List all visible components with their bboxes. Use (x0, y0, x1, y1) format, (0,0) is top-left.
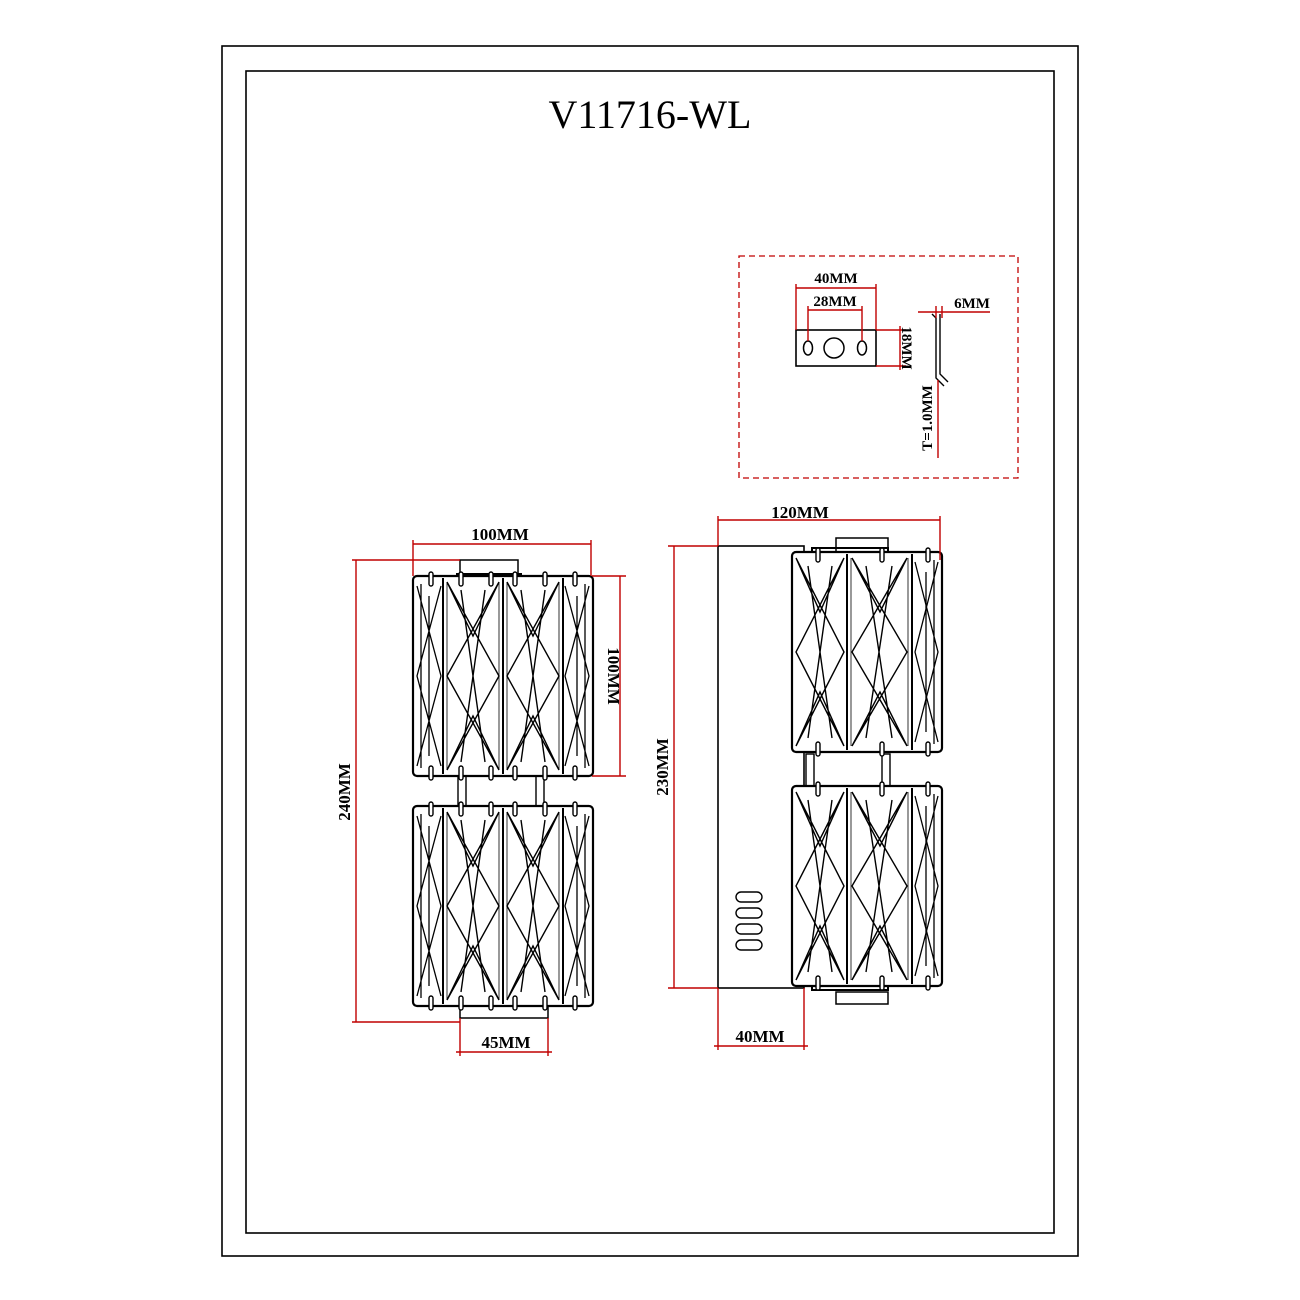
side-height-label: 230MM (653, 738, 672, 796)
front-view: 100MM 100MM 240MM 45MM (335, 525, 626, 1056)
side-view: 120MM 230MM 40MM (653, 503, 944, 1050)
front-bottom-cap (459, 1005, 549, 1019)
bracket-thickness-label: T=1.0MM (920, 385, 936, 451)
front-width-label: 100MM (471, 525, 529, 544)
side-depth-label: 120MM (771, 503, 829, 522)
side-bottom-cap (835, 991, 889, 1005)
bracket-detail: 40MM 28MM 18MM 6MM T=1.0MM (738, 255, 1019, 479)
mounting-plate (795, 329, 877, 367)
side-backplate-depth-label: 40MM (735, 1027, 784, 1046)
front-upper-shade (411, 570, 595, 782)
bracket-height-label: 18MM (898, 326, 914, 369)
bracket-offset-label: 6MM (954, 296, 990, 312)
center-hole (823, 337, 845, 359)
front-base-width-label: 45MM (481, 1033, 530, 1052)
front-total-height-label: 240MM (335, 763, 354, 821)
bracket-width-label: 40MM (814, 271, 857, 287)
bracket-hole-spacing-label: 28MM (813, 294, 856, 310)
drawing-title: V11716-WL (549, 92, 752, 137)
bracket-profile (931, 313, 949, 387)
side-upper-shade (790, 546, 944, 758)
side-lower-shade (790, 780, 944, 992)
bracket-detail-frame (738, 255, 1019, 479)
inner-frame (245, 70, 1055, 1234)
side-backplate-slots (735, 891, 763, 951)
front-lower-shade (411, 800, 595, 1012)
front-shade-height-label: 100MM (604, 647, 623, 705)
front-top-cap (459, 559, 519, 575)
outer-frame (221, 45, 1079, 1257)
